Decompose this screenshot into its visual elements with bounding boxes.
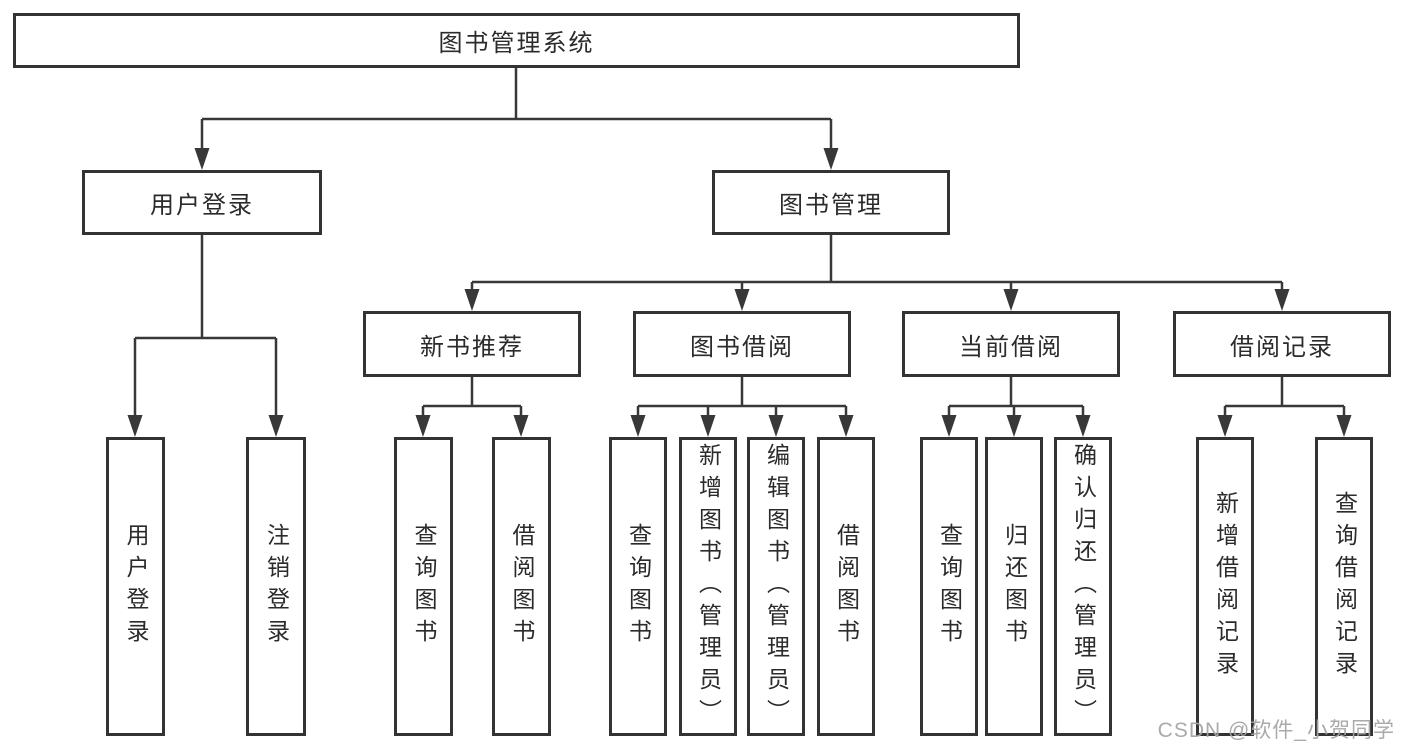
node-label: 借阅图书 [509, 522, 535, 651]
node-label: 新增借阅记录 [1212, 490, 1239, 683]
node-new-book-recommendation: 新书推荐 [363, 311, 581, 377]
connector-current-borrow-to-leaves [941, 377, 1091, 437]
node-label: 查询图书 [411, 522, 437, 651]
leaf-recommend-search-books: 查询图书 [394, 437, 453, 736]
leaf-edit-books-admin: 编辑图书（管理员） [747, 437, 805, 736]
node-label: 查询图书 [625, 522, 652, 651]
leaf-recommend-borrow-books: 借阅图书 [492, 437, 551, 736]
leaf-current-search-books: 查询图书 [920, 437, 978, 736]
connector-book-management-to-level3 [464, 235, 1290, 311]
arrow-down-icon [1003, 289, 1019, 311]
node-borrowing-records: 借阅记录 [1173, 311, 1391, 377]
node-book-borrowing: 图书借阅 [633, 311, 851, 377]
node-label: 当前借阅 [959, 333, 1063, 361]
leaf-confirm-return-admin: 确认归还（管理员） [1054, 437, 1112, 736]
arrow-down-icon [415, 415, 431, 437]
node-label: 图书借阅 [690, 333, 794, 361]
arrow-down-icon [1075, 415, 1091, 437]
node-label: 用户登录 [150, 192, 254, 219]
arrow-down-icon [268, 415, 284, 437]
arrow-down-icon [630, 415, 646, 437]
arrow-down-icon [513, 415, 529, 437]
arrow-down-icon [838, 415, 854, 437]
connector-root-to-level2 [194, 68, 839, 170]
node-current-borrowing: 当前借阅 [902, 311, 1120, 377]
arrow-down-icon [823, 148, 839, 170]
node-label: 图书管理 [779, 192, 883, 219]
node-label: 用户登录 [123, 522, 149, 651]
leaf-add-books-admin: 新增图书（管理员） [679, 437, 737, 736]
node-book-management: 图书管理 [712, 170, 950, 235]
arrow-down-icon [941, 415, 957, 437]
connector-user-login-to-leaves [127, 235, 284, 437]
connector-book-borrow-to-leaves [630, 377, 854, 437]
arrow-down-icon [1274, 289, 1290, 311]
node-user-login: 用户登录 [82, 170, 322, 235]
connector-borrow-records-to-leaves [1217, 377, 1352, 437]
arrow-down-icon [1336, 415, 1352, 437]
node-label: 归还图书 [1001, 522, 1028, 651]
node-label: 图书管理系统 [438, 30, 595, 57]
leaf-borrow-books: 借阅图书 [817, 437, 875, 736]
leaf-search-borrow-record: 查询借阅记录 [1315, 437, 1373, 736]
node-label: 借阅记录 [1230, 333, 1334, 361]
arrow-down-icon [768, 415, 784, 437]
leaf-logout: 注销登录 [246, 437, 306, 736]
arrow-down-icon [127, 415, 143, 437]
arrow-down-icon [734, 289, 750, 311]
arrow-down-icon [1006, 415, 1022, 437]
leaf-borrow-search-books: 查询图书 [609, 437, 667, 736]
node-label: 确认归还（管理员） [1070, 442, 1097, 731]
node-label: 新增图书（管理员） [695, 442, 722, 731]
leaf-return-books: 归还图书 [985, 437, 1043, 736]
node-label: 注销登录 [263, 522, 290, 651]
node-label: 新书推荐 [420, 333, 524, 361]
leaf-user-login: 用户登录 [106, 437, 165, 736]
arrow-down-icon [1217, 415, 1233, 437]
node-label: 查询借阅记录 [1331, 490, 1358, 683]
node-label: 编辑图书（管理员） [763, 442, 790, 731]
leaf-add-borrow-record: 新增借阅记录 [1196, 437, 1254, 736]
connector-new-book-to-leaves [415, 377, 529, 437]
node-library-management-system: 图书管理系统 [13, 13, 1020, 68]
node-label: 查询图书 [936, 522, 963, 651]
node-label: 借阅图书 [833, 522, 860, 651]
arrow-down-icon [194, 148, 210, 170]
csdn-watermark: CSDN @软件_小贺同学 [1157, 719, 1395, 742]
arrow-down-icon [700, 415, 716, 437]
arrow-down-icon [464, 289, 480, 311]
